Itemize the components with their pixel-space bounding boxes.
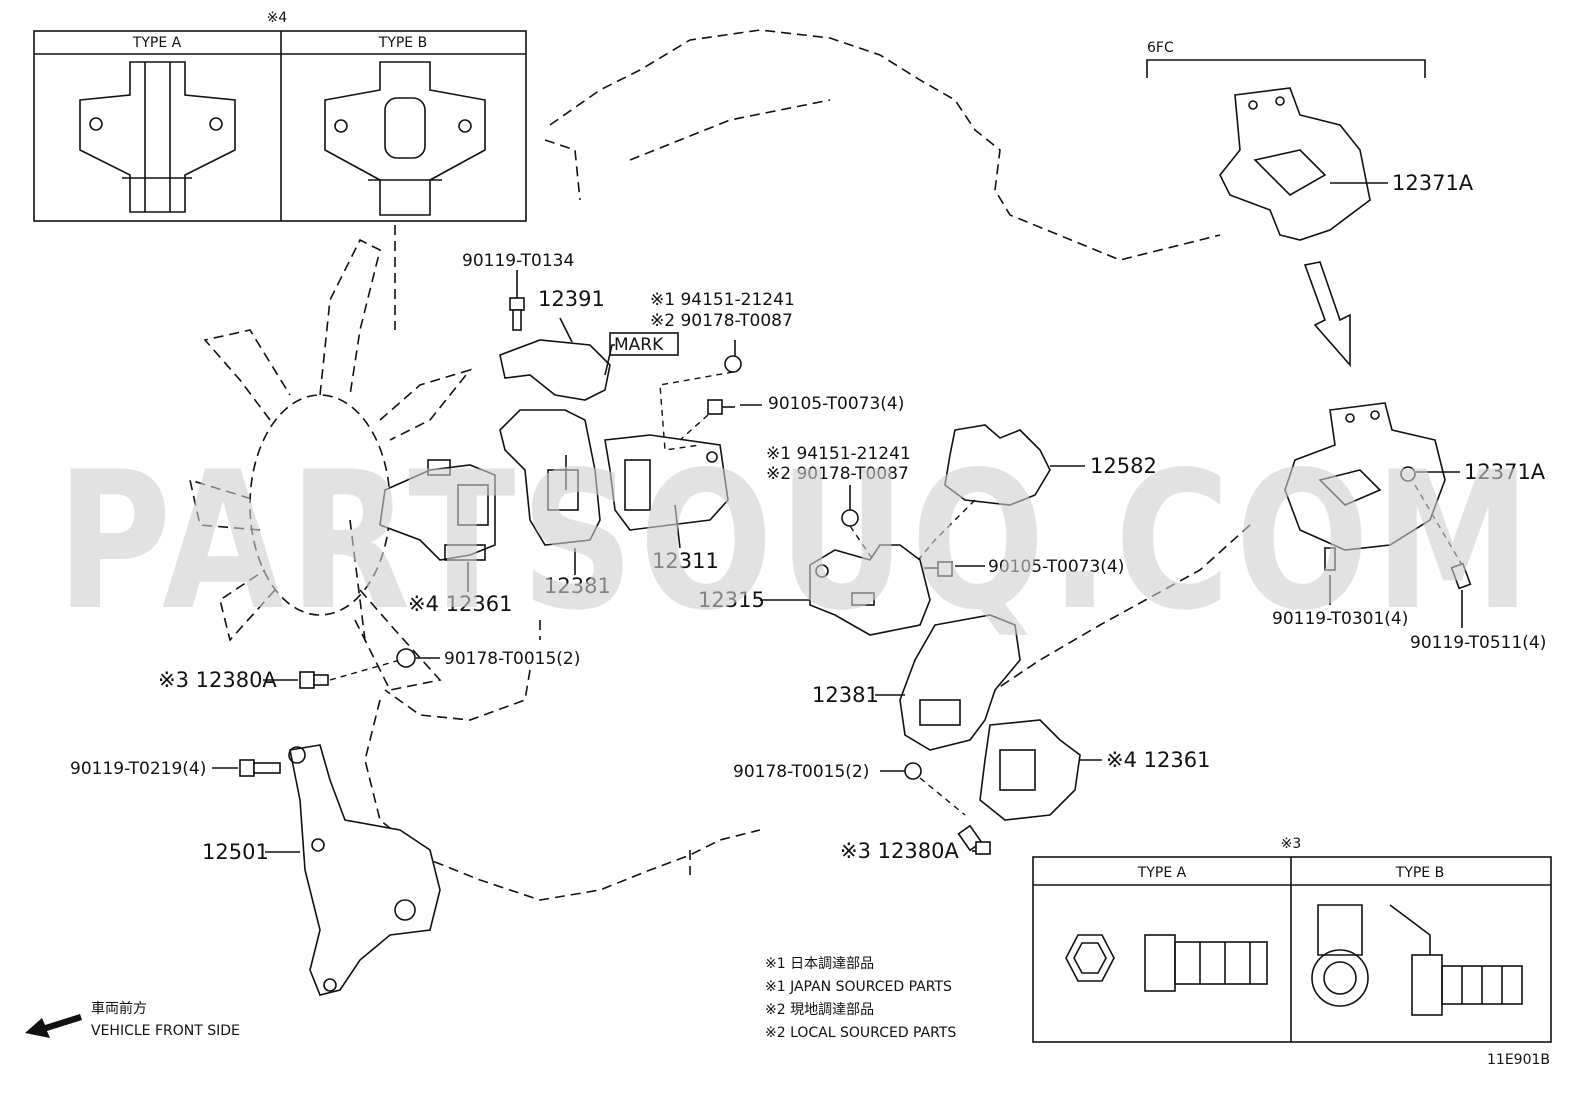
label-90178-t0015-a: 90178-T0015(2): [444, 649, 580, 669]
label-12380a-b: ※3 12380A: [840, 839, 959, 863]
label-12391: 12391: [538, 287, 605, 311]
label-12380a-a: ※3 12380A: [158, 668, 277, 692]
label-90119-t0511: 90119-T0511(4): [1410, 633, 1546, 653]
mark-box-label: MARK: [614, 335, 664, 355]
watermark: PARTSOUQ.COM: [56, 431, 1536, 652]
label-90105-t0073-b: 90105-T0073(4): [988, 557, 1124, 577]
inset-note-mark: ※4: [267, 10, 288, 26]
inset-bolt-type-a-label: TYPE A: [1137, 865, 1187, 881]
label-12311: 12311: [652, 549, 719, 573]
label-12501: 12501: [202, 840, 269, 864]
legend-line-3: ※2 現地調達部品: [765, 1002, 874, 1018]
label-12361-b: ※4 12361: [1106, 748, 1210, 772]
label-12381-a: 12381: [544, 574, 611, 598]
legend: ※1 日本調達部品 ※1 JAPAN SOURCED PARTS ※2 現地調達…: [765, 956, 956, 1041]
label-90119-t0219: 90119-T0219(4): [70, 759, 206, 779]
vehicle-front-arrow-icon: [25, 1014, 82, 1038]
label-90178-t0015-b: 90178-T0015(2): [733, 762, 869, 782]
label-12381-b: 12381: [812, 683, 879, 707]
legend-line-4: ※2 LOCAL SOURCED PARTS: [765, 1025, 956, 1041]
label-12361-a: ※4 12361: [408, 592, 512, 616]
label-90119-t0134: 90119-T0134: [462, 251, 574, 271]
inset-bolt-note-mark: ※3: [1281, 836, 1302, 852]
diagram-code: 11E901B: [1487, 1052, 1550, 1068]
inset-bolt: ※3 TYPE A TYPE B: [1032, 836, 1552, 1043]
label-94151-21241-a: ※1 94151-21241: [650, 290, 795, 310]
inset-bolt-type-b-label: TYPE B: [1395, 865, 1444, 881]
mount-bracket-upper: 6FC: [1146, 40, 1472, 628]
vehicle-front-en: VEHICLE FRONT SIDE: [91, 1023, 240, 1039]
label-12371a-a: 12371A: [1392, 171, 1474, 195]
vehicle-front-jp: 車両前方: [91, 1000, 147, 1017]
part-labels: 90119-T0134 12391 MARK ※1 94151-21241 ※2…: [70, 171, 1546, 864]
legend-line-1: ※1 日本調達部品: [765, 956, 874, 972]
inset-type-b-label: TYPE B: [378, 35, 427, 51]
label-12315: 12315: [698, 588, 765, 612]
inset-type-a-label: TYPE A: [132, 35, 182, 51]
label-12371a-b: 12371A: [1464, 460, 1546, 484]
label-90119-t0301: 90119-T0301(4): [1272, 609, 1408, 629]
engine-code: 6FC: [1147, 40, 1174, 56]
label-90178-t0087-b: ※2 90178-T0087: [766, 464, 909, 484]
legend-line-2: ※1 JAPAN SOURCED PARTS: [765, 979, 952, 995]
inset-engine-mount: ※4 TYPE A TYPE B: [33, 10, 527, 222]
left-mount-parts: [212, 270, 762, 996]
right-mount-parts: [760, 424, 1102, 855]
label-90178-t0087-a: ※2 90178-T0087: [650, 311, 793, 331]
label-94151-21241-b: ※1 94151-21241: [766, 444, 911, 464]
label-12582: 12582: [1090, 454, 1157, 478]
engine-outline: [364, 29, 1251, 901]
label-90105-t0073-a: 90105-T0073(4): [768, 394, 904, 414]
